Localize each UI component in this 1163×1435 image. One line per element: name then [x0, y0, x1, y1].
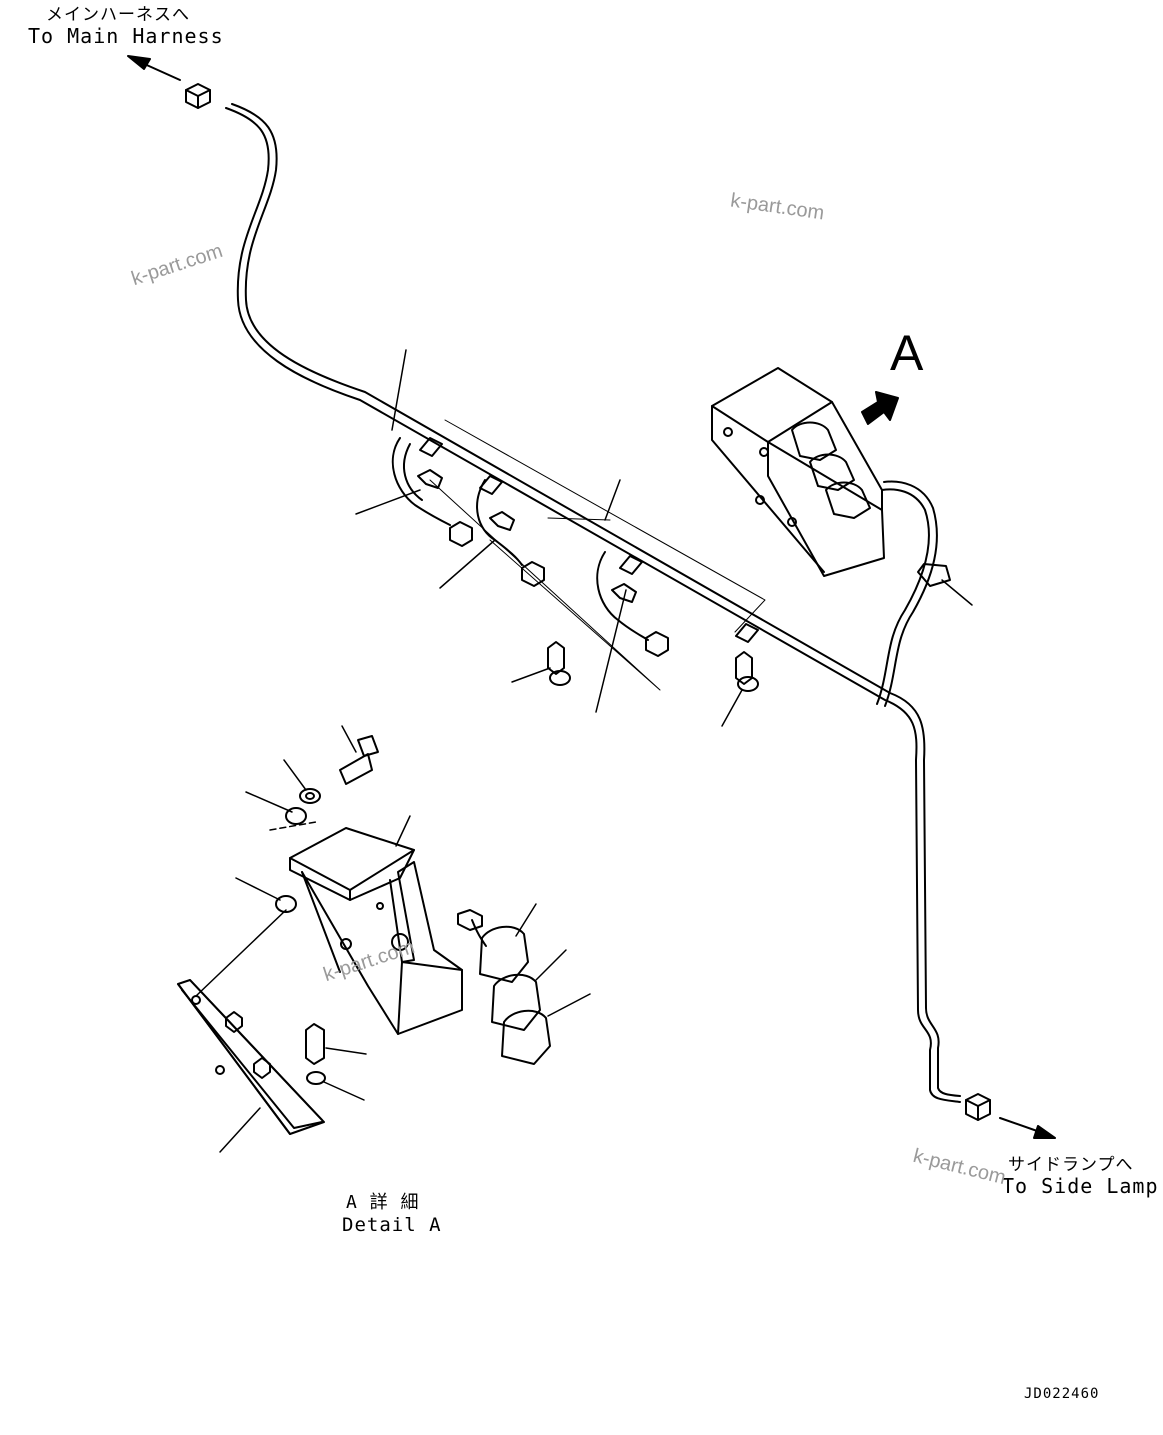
mounting-bolt-1	[547, 641, 571, 686]
arrow-to-main-harness-icon	[127, 55, 181, 81]
main-harness-cable	[225, 103, 961, 1103]
drawing-code: JD022460	[1024, 1386, 1100, 1402]
main-harness-label-jp: メインハーネスへ	[46, 5, 190, 25]
mounting-bolt-2	[735, 651, 759, 692]
harness-clamps	[419, 437, 951, 643]
side-lamp-connector	[965, 1093, 991, 1121]
leader-lines	[355, 349, 973, 727]
detail-a-plate	[177, 979, 325, 1135]
side-lamp-label-jp: サイドランプへ	[1008, 1155, 1134, 1175]
main-harness-label-en: To Main Harness	[28, 24, 224, 48]
main-harness-connector	[185, 83, 211, 109]
detail-a-label-en: Detail A	[342, 1214, 442, 1236]
arrow-to-side-lamp-icon	[999, 1117, 1056, 1139]
detail-a-fasteners	[275, 735, 379, 1085]
rear-lamp-assembly	[711, 367, 885, 577]
bracket-outline	[429, 419, 766, 691]
view-marker-a: A	[890, 325, 924, 381]
detail-a-leaders	[195, 725, 591, 1153]
detail-a-housing	[289, 827, 463, 1035]
view-arrow-a-icon	[861, 391, 899, 425]
detail-a-lamps	[457, 909, 551, 1065]
side-lamp-label-en: To Side Lamp	[1002, 1174, 1159, 1198]
branch-leads	[391, 437, 669, 657]
detail-a-label-jp: A 詳 細	[346, 1192, 420, 1213]
